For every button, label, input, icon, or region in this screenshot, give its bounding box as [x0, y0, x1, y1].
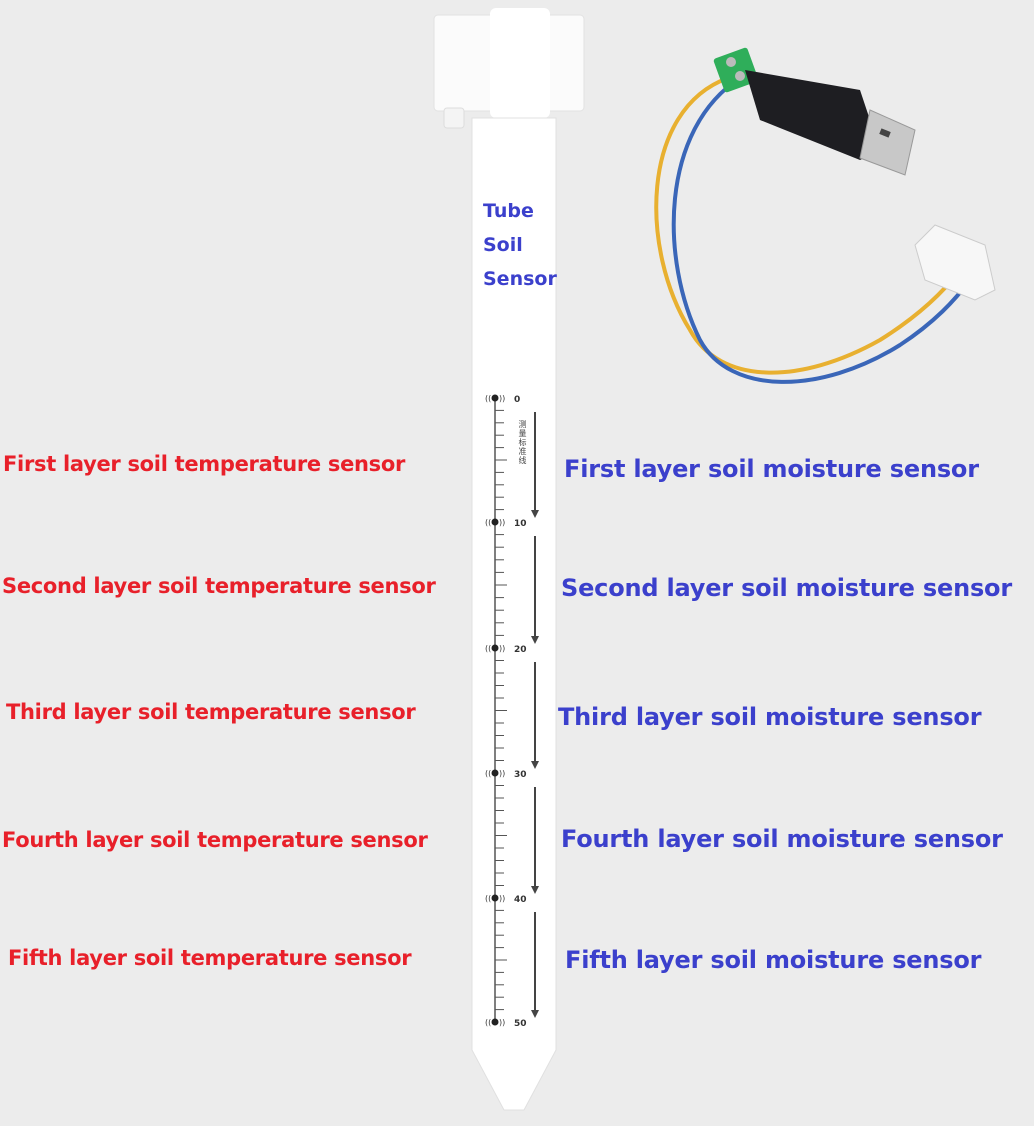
moisture-label-3: Third layer soil moisture sensor — [558, 703, 982, 731]
moisture-label-5: Fifth layer soil moisture sensor — [565, 946, 982, 974]
sensor-point-icon — [491, 644, 499, 652]
signal-left-icon: (( — [485, 894, 491, 903]
tube-body — [433, 8, 585, 1111]
temperature-label-4: Fourth layer soil temperature sensor — [2, 828, 428, 852]
tube-title-line: Soil — [483, 234, 523, 256]
temperature-label-1: First layer soil temperature sensor — [3, 452, 406, 476]
sensor-point-icon — [491, 518, 499, 526]
signal-right-icon: )) — [499, 644, 505, 653]
moisture-label-1: First layer soil moisture sensor — [564, 455, 979, 483]
arrow-head-icon — [531, 886, 539, 894]
depth-scale: (()) 0 (()) 10 (()) 20 (()) 30 (()) 40 (()) 50 — [485, 394, 539, 1029]
arrow-head-icon — [531, 761, 539, 769]
vertical-note: 测量标准线 — [518, 420, 527, 465]
signal-left-icon: (( — [485, 769, 491, 778]
signal-right-icon: )) — [499, 894, 505, 903]
usb-adapter-cable — [654, 47, 996, 384]
sensor-point-icon — [491, 769, 499, 777]
tube-title-line: Tube — [483, 200, 534, 222]
scale-mark-label: 20 — [514, 645, 527, 655]
sensor-point-icon — [491, 394, 499, 402]
sensor-point-icon — [491, 894, 499, 902]
arrow-head-icon — [531, 510, 539, 518]
scale-mark-label: 50 — [514, 1019, 527, 1029]
scale-mark-label: 0 — [514, 395, 520, 405]
signal-right-icon: )) — [499, 518, 505, 527]
arrow-head-icon — [531, 636, 539, 644]
signal-right-icon: )) — [499, 394, 505, 403]
scale-mark-label: 30 — [514, 770, 527, 780]
signal-left-icon: (( — [485, 1018, 491, 1027]
moisture-label-2: Second layer soil moisture sensor — [561, 574, 1012, 602]
scale-mark-label: 40 — [514, 895, 527, 905]
tube-title: Tube Soil Sensor — [483, 194, 557, 296]
signal-left-icon: (( — [485, 394, 491, 403]
scale-mark-label: 10 — [514, 519, 527, 529]
sensor-point-icon — [491, 1018, 499, 1026]
temperature-label-2: Second layer soil temperature sensor — [2, 574, 436, 598]
signal-left-icon: (( — [485, 518, 491, 527]
temperature-label-5: Fifth layer soil temperature sensor — [8, 946, 412, 970]
moisture-label-4: Fourth layer soil moisture sensor — [561, 825, 1003, 853]
signal-left-icon: (( — [485, 644, 491, 653]
tube-title-line: Sensor — [483, 268, 557, 290]
signal-right-icon: )) — [499, 769, 505, 778]
arrow-head-icon — [531, 1010, 539, 1018]
temperature-label-3: Third layer soil temperature sensor — [6, 700, 416, 724]
signal-right-icon: )) — [499, 1018, 505, 1027]
